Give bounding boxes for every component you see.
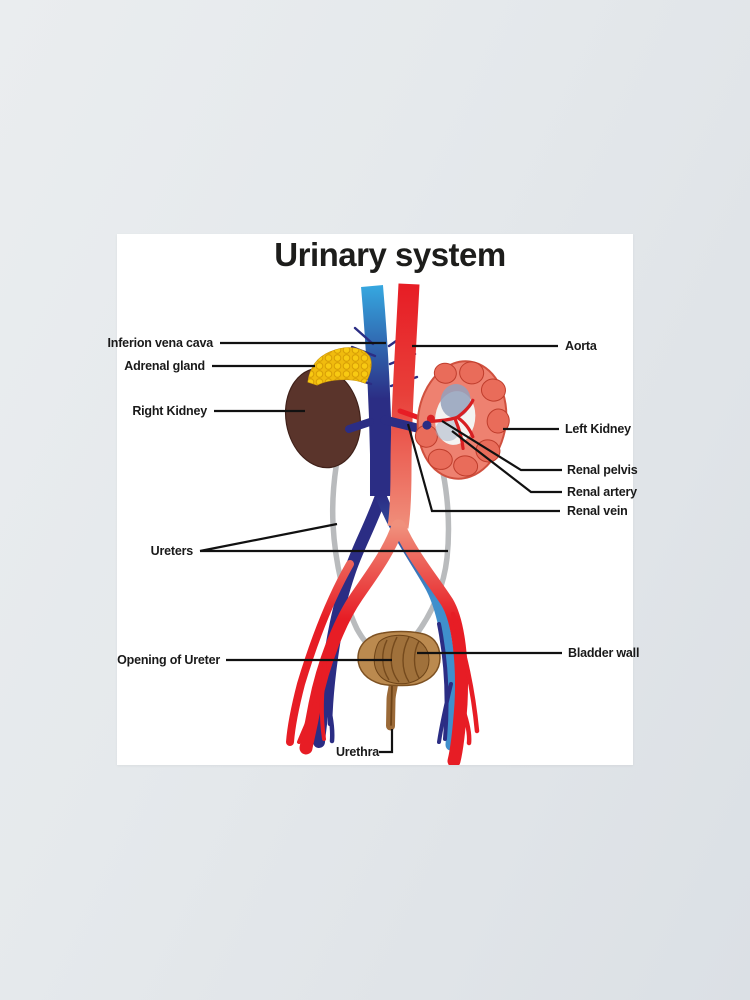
label-opening-of-ureter: Opening of Ureter: [117, 653, 220, 667]
iliac-artery-branch: [297, 662, 327, 744]
adrenal-gland-shape: [307, 347, 372, 386]
renal-pelvis-shape: [440, 383, 471, 418]
ureters-leader: [199, 522, 448, 553]
label-inferior-vena-cava: Inferion vena cava: [107, 336, 214, 350]
renal-artery-hilum: [426, 414, 435, 423]
renal-pyramids: [414, 361, 510, 477]
label-urethra: Urethra: [335, 745, 379, 759]
renal-pelvis-leader: [441, 420, 562, 472]
urethra-leader: [379, 729, 394, 754]
label-ureters: Ureters: [150, 544, 194, 558]
bladder: [357, 630, 441, 731]
label-bladder-wall: Bladder wall: [568, 646, 640, 660]
aorta-vessel: [286, 283, 480, 765]
label-right-kidney: Right Kidney: [132, 404, 207, 418]
urinary-system-diagram: [199, 283, 562, 765]
label-renal-pelvis: Renal pelvis: [567, 463, 638, 477]
iliac-artery-branch: [450, 611, 480, 746]
right-renal-vein: [345, 418, 374, 433]
diagram-title: Urinary system: [274, 236, 506, 273]
renal-vein-leader: [406, 423, 560, 513]
iliac-artery-branch: [286, 560, 354, 746]
label-renal-vein: Renal vein: [567, 504, 628, 518]
blood-vessels: [286, 283, 480, 765]
label-renal-artery: Renal artery: [567, 485, 637, 499]
iliac-vein-branch: [437, 622, 453, 744]
left-common-iliac-artery: [299, 519, 405, 755]
label-left-kidney: Left Kidney: [565, 422, 631, 436]
renal-pelvis-shape: [435, 419, 460, 442]
poster-canvas: Urinary system Inferion vena cava Adrena…: [108, 234, 639, 765]
renal-artery-leader: [451, 430, 562, 494]
urethra-lumen: [390, 685, 393, 726]
renal-vein-hilum: [422, 420, 432, 430]
label-adrenal-gland: Adrenal gland: [124, 359, 205, 373]
label-aorta: Aorta: [565, 339, 597, 353]
left-kidney: [414, 360, 510, 480]
bladder-interior: [373, 634, 430, 685]
leader-lines: [199, 341, 562, 754]
